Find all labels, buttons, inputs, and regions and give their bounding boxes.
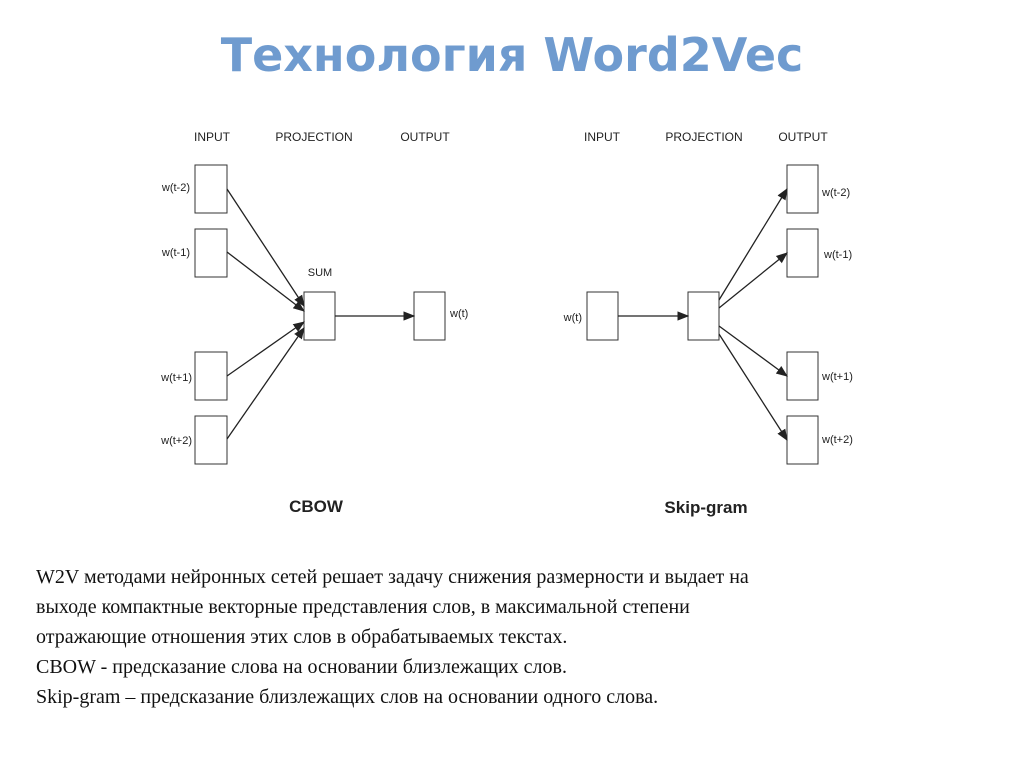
cbow-sum-label: SUM (308, 267, 332, 279)
skipgram-header-input: INPUT (584, 130, 621, 144)
description-line: W2V методами нейронных сетей решает зада… (36, 566, 749, 588)
description-line: отражающие отношения этих слов в обрабат… (36, 626, 568, 648)
cbow-input-label: w(t-1) (161, 247, 190, 259)
skipgram-output-label: w(t+2) (821, 434, 853, 446)
cbow-caption: CBOW (289, 497, 344, 516)
cbow-input-node (194, 415, 228, 465)
cbow-output-label: w(t) (449, 308, 468, 320)
skipgram-edge (718, 325, 788, 377)
cbow-header-input: INPUT (194, 130, 231, 144)
cbow-header-projection: PROJECTION (275, 130, 352, 144)
skipgram-diagram: INPUT PROJECTION OUTPUT w(t) w(t-2) w(t-… (563, 130, 853, 517)
cbow-header-output: OUTPUT (400, 130, 450, 144)
description-text: W2V методами нейронных сетей решает зада… (36, 562, 986, 712)
skipgram-output-label: w(t+1) (821, 371, 853, 383)
skipgram-edge (718, 333, 788, 441)
cbow-edge (226, 251, 305, 312)
slide-title: Технология Word2Vec (220, 28, 804, 82)
cbow-input-node (194, 164, 228, 214)
cbow-edge (226, 188, 305, 307)
skipgram-edge (718, 188, 788, 301)
cbow-edge (226, 321, 305, 377)
skipgram-input-node (586, 291, 619, 341)
skipgram-output-node (786, 164, 819, 214)
skipgram-output-node (786, 228, 819, 278)
cbow-input-node (194, 351, 228, 401)
skipgram-caption: Skip-gram (664, 498, 747, 517)
cbow-input-label: w(t+2) (160, 435, 192, 447)
skipgram-input-label: w(t) (563, 312, 582, 324)
skipgram-output-node (786, 351, 819, 401)
skipgram-output-label: w(t-1) (823, 249, 852, 261)
skipgram-edge (718, 252, 788, 309)
description-line: CBOW - предсказание слова на основании б… (36, 656, 567, 678)
cbow-diagram: INPUT PROJECTION OUTPUT w(t-2) w(t-1) w(… (160, 130, 468, 516)
description-line: выходе компактные векторные представлени… (36, 596, 690, 618)
skipgram-output-label: w(t-2) (821, 187, 850, 199)
cbow-projection-node (303, 291, 336, 341)
skipgram-output-node (786, 415, 819, 465)
cbow-input-label: w(t+1) (160, 372, 192, 384)
cbow-edge (226, 327, 305, 440)
skipgram-projection-node (687, 291, 720, 341)
skipgram-header-output: OUTPUT (778, 130, 828, 144)
description-line: Skip-gram – предсказание близлежащих сло… (36, 686, 659, 708)
skipgram-header-projection: PROJECTION (665, 130, 742, 144)
cbow-output-node (413, 291, 446, 341)
cbow-input-label: w(t-2) (161, 182, 190, 194)
cbow-input-node (194, 228, 228, 278)
